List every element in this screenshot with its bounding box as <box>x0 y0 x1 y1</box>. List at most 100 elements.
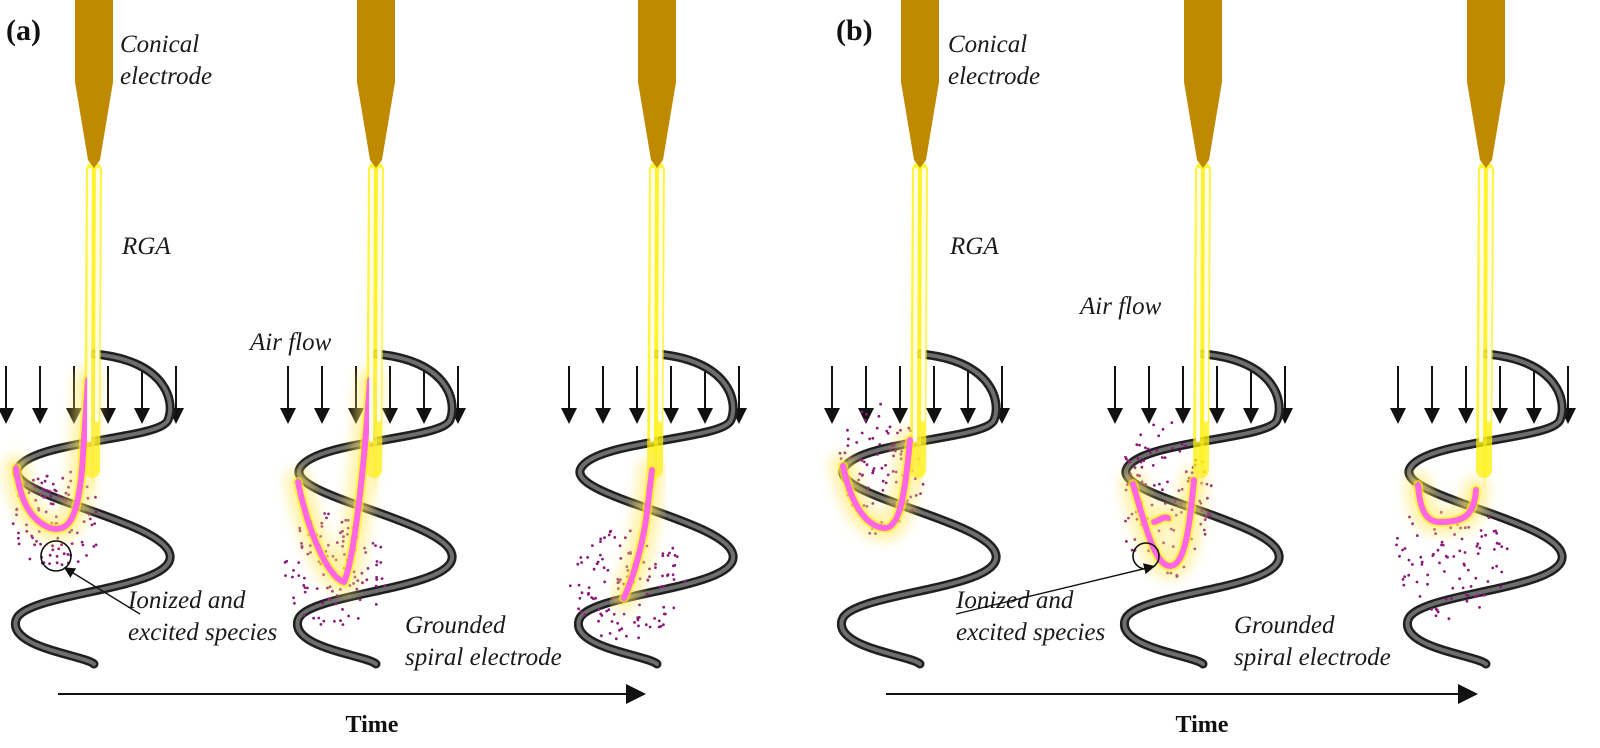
rga-column <box>647 162 665 478</box>
species-dot <box>1505 547 1509 551</box>
species-dot <box>1482 593 1486 597</box>
species-dot <box>49 494 53 498</box>
species-dot <box>880 466 884 470</box>
stage-a-2 <box>280 0 466 669</box>
arc-channel <box>1415 482 1479 525</box>
species-dot <box>1451 586 1455 590</box>
species-dot <box>1133 538 1137 541</box>
panel-a-species-label-line2: excited species <box>128 619 277 646</box>
species-dot <box>612 612 616 616</box>
species-dot <box>607 608 611 612</box>
species-dot <box>657 625 661 629</box>
arc-channel <box>621 467 655 601</box>
species-dot <box>855 441 859 444</box>
species-dot <box>1415 580 1419 584</box>
species-dot <box>860 431 864 435</box>
species-dot <box>1487 516 1491 519</box>
species-dot <box>666 573 670 576</box>
species-dot <box>87 512 91 516</box>
species-dot <box>662 605 666 609</box>
species-dot <box>51 502 55 506</box>
species-dot <box>335 541 339 544</box>
species-dot <box>1153 484 1156 487</box>
species-dot <box>1446 555 1449 559</box>
species-dot <box>607 533 611 537</box>
species-dot <box>618 544 622 548</box>
species-dot <box>1208 514 1212 518</box>
species-dot <box>360 571 364 575</box>
species-dot <box>1420 560 1424 564</box>
species-dot <box>646 592 649 596</box>
panel-b-spiral-label-line1: Grounded <box>1234 612 1335 639</box>
arc-channel <box>1130 477 1197 569</box>
species-dot <box>1138 443 1141 447</box>
species-dot <box>662 612 666 616</box>
rga-core-line <box>377 168 382 422</box>
species-dot <box>312 616 315 620</box>
species-dot <box>333 619 336 623</box>
species-dot <box>1447 617 1451 621</box>
species-dot <box>863 418 867 422</box>
species-dot <box>671 546 675 550</box>
species-dot <box>375 560 379 563</box>
species-dot <box>619 557 623 560</box>
species-dot <box>1166 480 1169 484</box>
species-dot <box>94 543 98 547</box>
species-dot <box>1434 614 1438 618</box>
species-dot <box>76 560 80 563</box>
species-dot <box>847 437 850 441</box>
species-dot <box>1398 554 1401 558</box>
species-dot <box>1407 558 1411 562</box>
species-dot <box>1155 448 1159 452</box>
panel-a-time-label: Time <box>346 712 399 738</box>
species-dot <box>886 473 890 477</box>
species-dot <box>1207 512 1210 515</box>
panel-b-species-label-line2: excited species <box>956 619 1105 646</box>
species-dot <box>1402 583 1406 587</box>
species-dot <box>1127 460 1131 464</box>
species-dot <box>613 536 617 539</box>
species-dot <box>1161 488 1164 492</box>
species-dot <box>25 529 29 533</box>
species-dot <box>48 562 51 565</box>
species-dot <box>896 431 899 435</box>
species-dot <box>36 477 40 481</box>
species-dot <box>888 448 892 452</box>
species-dot <box>609 529 612 533</box>
species-dot <box>1495 531 1499 535</box>
stage-b-3 <box>1390 0 1576 669</box>
species-dot <box>875 426 879 430</box>
panel-b-rga-label: RGA <box>949 233 999 260</box>
species-dot <box>1170 421 1174 424</box>
species-dot <box>1476 542 1480 546</box>
species-dot <box>375 576 378 579</box>
species-dot <box>603 580 607 584</box>
species-dot <box>1204 515 1208 519</box>
species-dot <box>302 613 306 617</box>
species-dot <box>877 414 881 418</box>
species-dot <box>881 479 885 483</box>
species-dot <box>322 619 326 623</box>
species-dot <box>892 443 896 447</box>
species-dot <box>597 608 601 611</box>
species-dot <box>683 579 687 583</box>
conical-electrode <box>901 0 939 168</box>
species-dot <box>599 612 603 616</box>
panel-a-air-flow-label: Air flow <box>248 329 332 356</box>
species-dot <box>375 578 379 581</box>
species-dot <box>1133 466 1137 470</box>
species-dot <box>579 556 583 559</box>
species-dot <box>1125 540 1128 543</box>
species-dot <box>335 594 339 597</box>
species-dot <box>32 478 35 482</box>
species-dot <box>53 488 57 492</box>
species-dot <box>597 619 600 623</box>
species-dot <box>846 428 849 432</box>
species-dot <box>662 623 665 627</box>
species-dot <box>94 510 98 514</box>
conical-electrode <box>638 0 676 168</box>
panel-a-conical-electrode-label-line2: electrode <box>120 63 212 90</box>
arc-channel <box>13 377 91 532</box>
species-dot <box>661 554 665 558</box>
